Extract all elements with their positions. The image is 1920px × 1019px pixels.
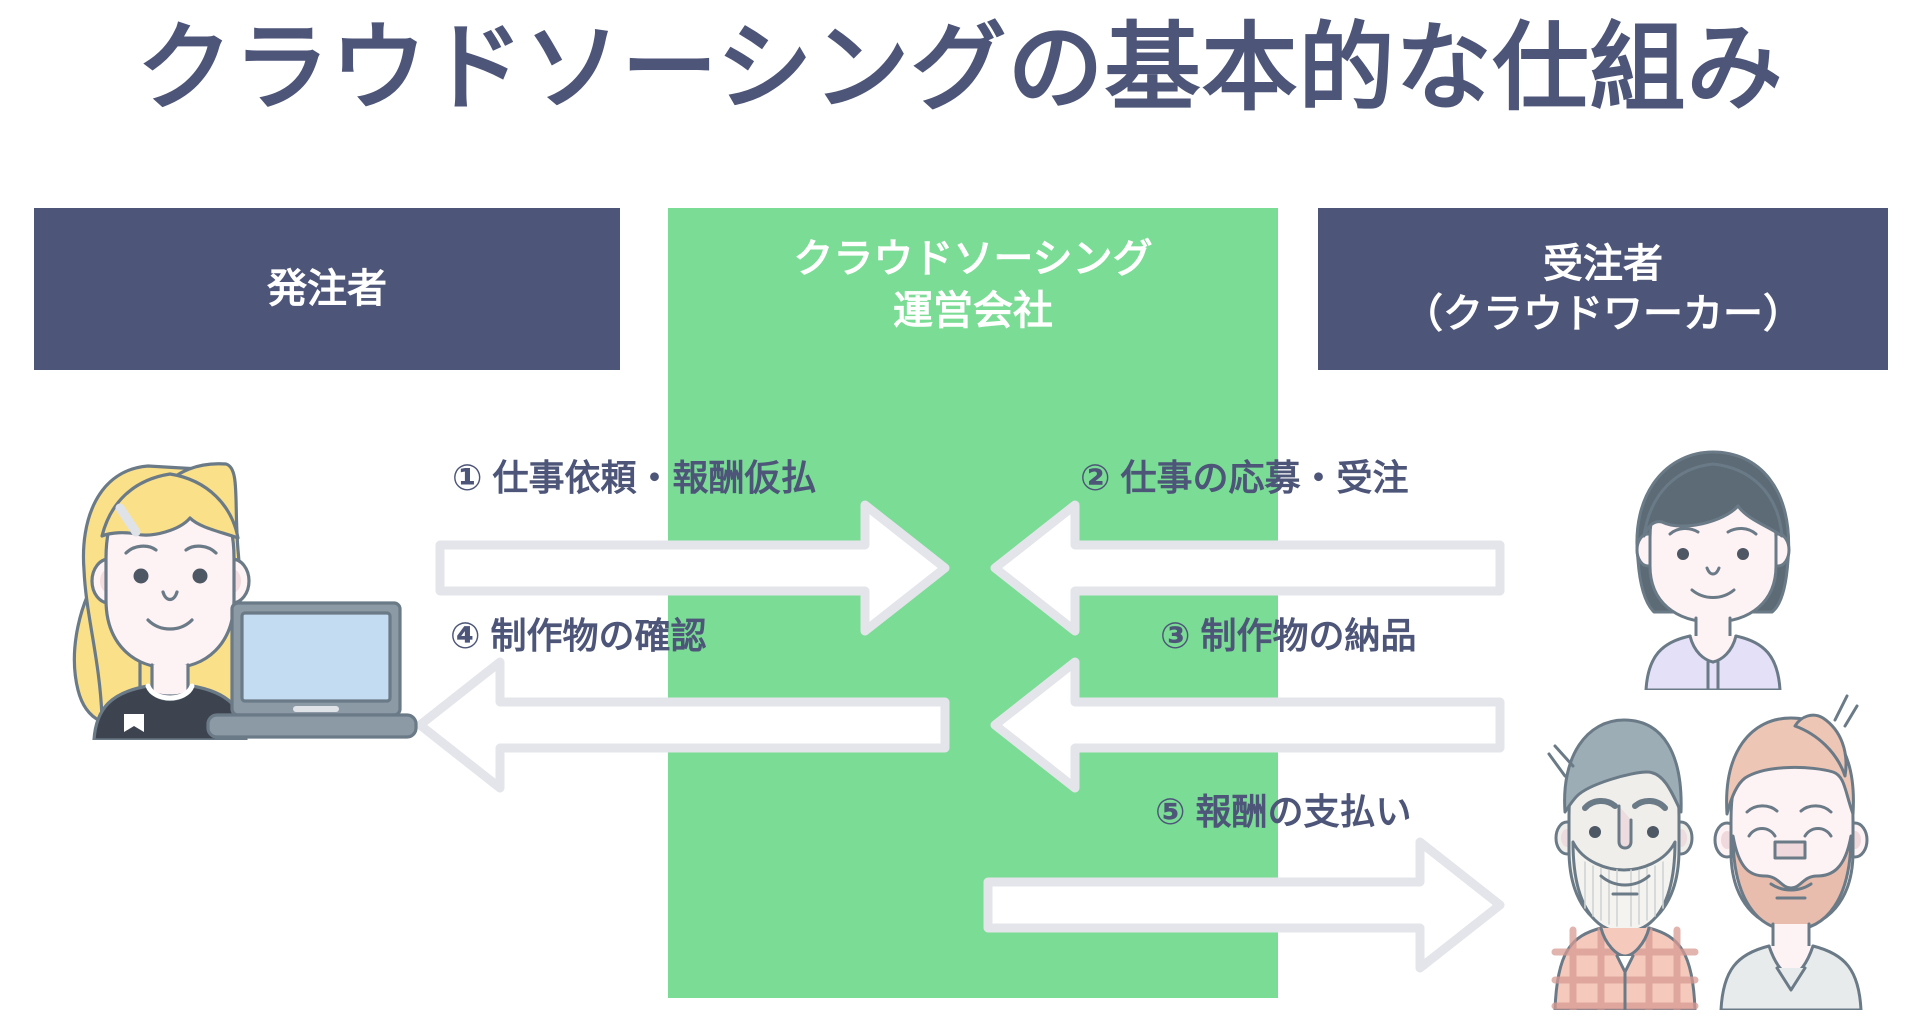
flow-arrow-2: [990, 500, 1505, 636]
flow-arrow-1: [435, 500, 950, 636]
flow-label-4: ④ 制作物の確認: [450, 615, 707, 656]
flow-label-1: ① 仕事依頼・報酬仮払: [452, 457, 817, 498]
platform-header-box: クラウドソーシング 運営会社: [668, 215, 1278, 355]
worker-header-label: 受注者 （クラウドワーカー）: [1403, 239, 1803, 339]
worker-men-illustration: [1547, 694, 1869, 1010]
worker-header-line2: （クラウドワーカー）: [1403, 292, 1803, 336]
client-header-box: 発注者: [34, 208, 620, 370]
flow-label-3: ③ 制作物の納品: [1160, 615, 1417, 656]
flow-arrow-5: [983, 837, 1505, 973]
platform-header-label: クラウドソーシング 運営会社: [793, 233, 1152, 337]
platform-header-line1: クラウドソーシング: [793, 237, 1153, 281]
platform-header-line2: 運営会社: [892, 289, 1053, 333]
flow-label-2: ② 仕事の応募・受注: [1080, 457, 1409, 498]
platform-column: [668, 208, 1278, 998]
worker-woman-illustration: [1635, 450, 1791, 690]
flow-arrow-4: [415, 657, 950, 793]
worker-header-line1: 受注者: [1543, 242, 1663, 286]
page-title: クラウドソーシングの基本的な仕組み: [136, 15, 1784, 122]
client-illustration: [72, 462, 418, 740]
client-header-label: 発注者: [267, 267, 387, 311]
worker-header-box: 受注者 （クラウドワーカー）: [1318, 208, 1888, 370]
flow-label-5: ⑤ 報酬の支払い: [1155, 791, 1412, 832]
flow-arrow-3: [990, 657, 1505, 793]
